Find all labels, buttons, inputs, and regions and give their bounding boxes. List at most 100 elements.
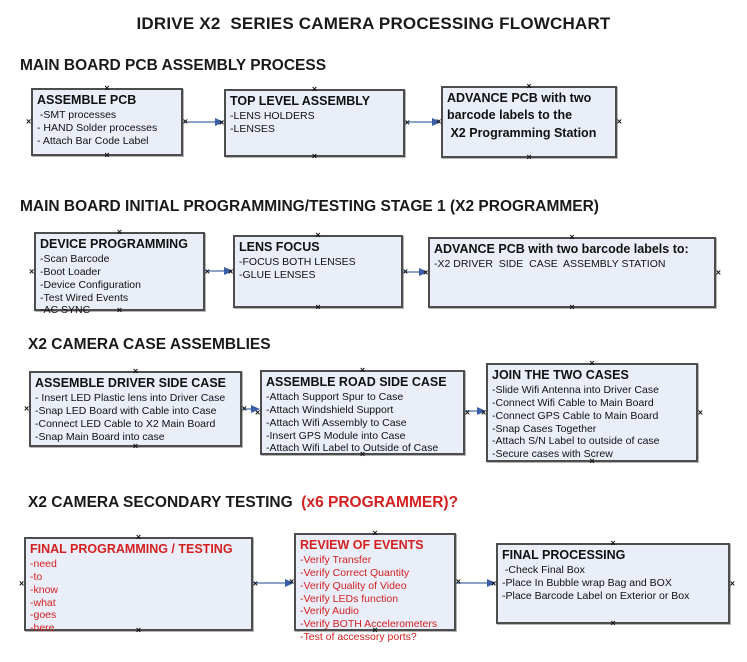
flow-box-item: -here [30,622,55,635]
flow-box-item: -Slide Wifi Antenna into Driver Case [492,384,659,397]
flow-box-final-processing: FINAL PROCESSING -Check Final Box -Place… [491,539,735,628]
connection-point-icon: × [204,266,210,276]
connection-point-icon: × [289,576,295,587]
flow-box-title: ASSEMBLE DRIVER SIDE CASE [35,376,227,390]
flow-box-item: -Place In Bubble wrap Bag and BOX [502,577,672,590]
flow-arrow-icon [465,406,486,416]
flow-box-item: -Attach Windshield Support [266,404,394,417]
flow-box-item: -Verify Correct Quantity [300,567,410,580]
connection-point-icon: × [404,117,410,128]
flow-box-item: -AC SYNC [40,304,91,317]
connection-point-icon: × [715,267,721,277]
connection-point-icon: × [569,232,575,242]
flow-box-item: -FOCUS BOTH LENSES [239,256,356,269]
flow-box-lens-focus: LENS FOCUS -FOCUS BOTH LENSES -GLUE LENS… [228,231,408,312]
connection-point-icon: × [455,576,461,587]
flow-box-item: -Verify LEDs function [300,592,399,605]
flow-box-title: LENS FOCUS [239,240,320,254]
connection-point-icon: × [132,366,139,376]
flow-box-item: -goes [30,609,57,622]
connection-point-icon: × [241,403,247,414]
flow-box-item: - Attach Bar Code Label [37,134,149,147]
connection-point-icon: × [26,116,32,127]
connection-point-icon: × [182,116,188,127]
flow-box-item: -LENSES [230,123,275,136]
connection-point-icon: × [24,403,30,414]
connection-point-icon: × [116,305,123,315]
connection-point-icon: × [228,266,234,276]
connection-point-icon: × [402,266,408,276]
flow-box-item: -Verify Quality of Video [300,579,407,592]
section-header-initial-programming: MAIN BOARD INITIAL PROGRAMMING/TESTING S… [20,198,599,215]
page-title: IDRIVE X2 SERIES CAMERA PROCESSING FLOWC… [136,14,611,33]
flow-box-title: TOP LEVEL ASSEMBLY [230,94,371,108]
flow-arrow-icon [456,578,496,588]
flow-box-item: -what [30,596,56,609]
flow-box-item: -Check Final Box [502,564,585,577]
flow-box-title: ADVANCE PCB with two barcode labels to: [434,242,689,256]
flow-box-final-programming-testing: FINAL PROGRAMMING / TESTING -need -to -k… [19,533,258,635]
flow-box-item: -Scan Barcode [40,253,110,266]
connection-point-icon: × [697,407,703,417]
flow-box-item: -Place Barcode Label on Exterior or Box [502,589,690,602]
flow-box-item: -Attach S/N Label to outside of case [492,435,660,448]
flow-arrow-icon [403,267,428,277]
flow-box-item: -Connect Wifi Cable to Main Board [492,397,654,410]
connection-point-icon: × [252,578,258,589]
connection-point-icon: × [19,578,25,589]
connection-point-icon: × [589,456,595,466]
connection-point-icon: × [29,266,35,276]
section-header-case-assemblies: X2 CAMERA CASE ASSEMBLIES [28,336,271,353]
flow-box-item: -Test Wired Events [40,291,129,304]
flow-box-item: -Snap Main Board into case [35,430,165,443]
connection-point-icon: × [315,302,321,312]
flow-box-item: -Attach Wifi Assembly to Case [266,416,407,429]
connection-point-icon: × [481,407,487,417]
connection-point-icon: × [491,578,497,588]
flow-box-item: -Attach Wifi Label to Outside of Case [266,442,439,455]
connection-point-icon: × [372,528,378,538]
connection-point-icon: × [311,84,318,94]
flow-box-item: -Secure cases with Screw [492,448,613,461]
flow-box-item: -Insert GPS Module into Case [266,429,406,442]
flow-box-item: - HAND Solder processes [37,122,158,135]
flow-box-item: -X2 DRIVER SIDE CASE ASSEMBLY STATION [434,258,666,271]
flow-arrow-icon [405,117,441,127]
connection-point-icon: × [132,441,139,451]
flow-box-title: ADVANCE PCB with two barcode labels to t… [447,91,597,140]
connection-point-icon: × [436,116,442,127]
connection-point-icon: × [569,302,575,312]
connection-point-icon: × [610,618,616,628]
connection-point-icon: × [372,625,378,635]
flow-box-title: REVIEW OF EVENTS [300,538,424,552]
connection-point-icon: × [464,407,470,417]
connection-point-icon: × [104,83,110,93]
section-header-pcb-assembly: MAIN BOARD PCB ASSEMBLY PROCESS [20,57,327,74]
flow-box-assemble-driver-side-case: ASSEMBLE DRIVER SIDE CASE - Insert LED P… [24,367,247,451]
flow-box-item: -to [30,571,43,584]
connection-point-icon: × [526,81,532,91]
connection-point-icon: × [135,625,142,635]
flow-box-item: -Snap LED Board with Cable into Case [35,405,217,418]
flow-box-item: - Insert LED Plastic lens into Driver Ca… [35,392,226,405]
connection-point-icon: × [729,578,735,588]
flow-box-item: -Verify BOTH Accelerometers [300,618,438,631]
flow-box-join-two-cases: JOIN THE TWO CASES -Slide Wifi Antenna i… [481,359,703,466]
flow-box-item: -LENS HOLDERS [230,110,315,123]
connection-point-icon: × [423,267,429,277]
flow-box-title: JOIN THE TWO CASES [492,368,629,382]
flow-box-item: -need [30,558,57,571]
flow-box-item: -Attach Support Spur to Case [266,391,404,404]
connection-point-icon: × [616,116,622,127]
connection-point-icon: × [116,227,123,237]
flow-box-assemble-road-side-case: ASSEMBLE ROAD SIDE CASE -Attach Support … [255,366,470,459]
flow-box-item: -Test of accessory ports? [300,631,417,644]
flow-box-top-level-assembly: TOP LEVEL ASSEMBLY -LENS HOLDERS -LENSES… [219,85,410,161]
flow-box-advance-pcb-driver-side: ADVANCE PCB with two barcode labels to: … [423,233,721,312]
flow-box-item: -Snap Cases Together [492,422,597,435]
flow-box-item: -SMT processes [37,109,117,122]
flow-box-item: -know [30,583,59,596]
flow-box-title: DEVICE PROGRAMMING [40,237,188,251]
connection-point-icon: × [311,151,318,161]
